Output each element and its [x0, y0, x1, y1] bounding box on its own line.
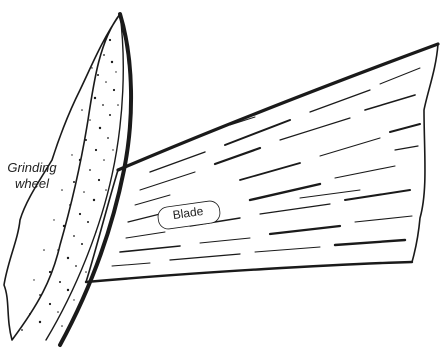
grinding-wheel-label: Grinding wheel — [2, 160, 62, 192]
blade-shape — [86, 44, 438, 282]
